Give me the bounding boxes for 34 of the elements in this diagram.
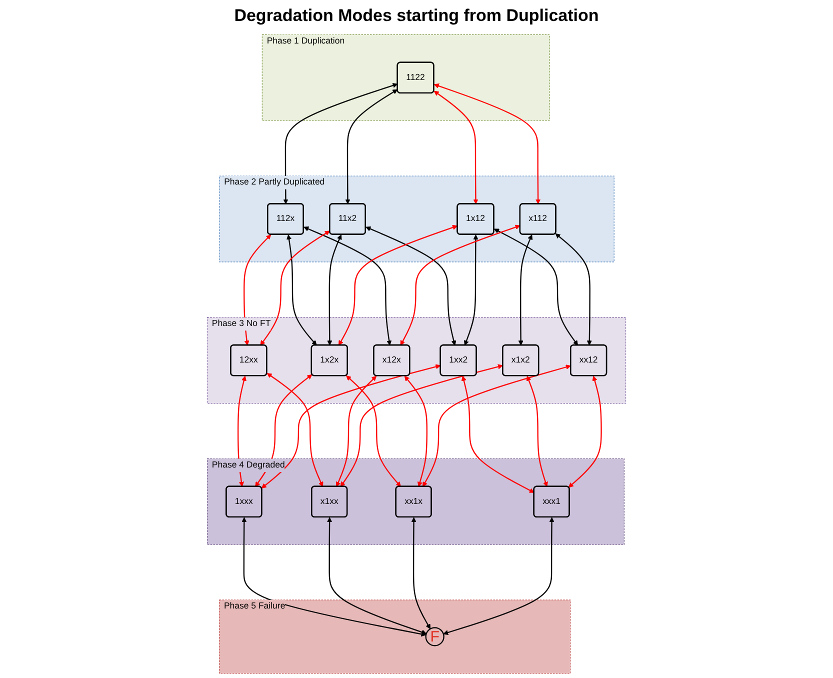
arrow (283, 83, 398, 204)
arrow (286, 234, 317, 346)
arrow (338, 224, 458, 346)
arrow (526, 376, 548, 487)
arrow (518, 234, 532, 346)
arrow (261, 364, 441, 488)
arrow (260, 230, 330, 346)
arrow (494, 228, 578, 346)
arrow (555, 233, 592, 346)
arrow (404, 376, 428, 487)
arrow (255, 374, 312, 487)
arrow (400, 224, 520, 346)
arrow (266, 373, 324, 487)
node-circle: F (425, 627, 444, 646)
arrow (346, 375, 401, 487)
arrow (244, 234, 272, 346)
arrow (242, 517, 426, 637)
arrow (304, 226, 392, 346)
arrow (422, 364, 571, 487)
diagram-title: Degradation Modes starting from Duplication (234, 6, 599, 26)
arrow (411, 517, 431, 630)
arrow (568, 376, 602, 488)
arrow (443, 517, 554, 636)
arrow (461, 376, 534, 493)
arrow (464, 234, 478, 346)
arrow (238, 376, 246, 487)
arrow (434, 90, 478, 204)
arrow (327, 517, 427, 635)
arrow (336, 376, 377, 487)
arrow (366, 226, 456, 346)
arrow (345, 89, 398, 204)
arrow (340, 364, 503, 487)
arrow (434, 84, 541, 204)
arrow (327, 234, 342, 346)
